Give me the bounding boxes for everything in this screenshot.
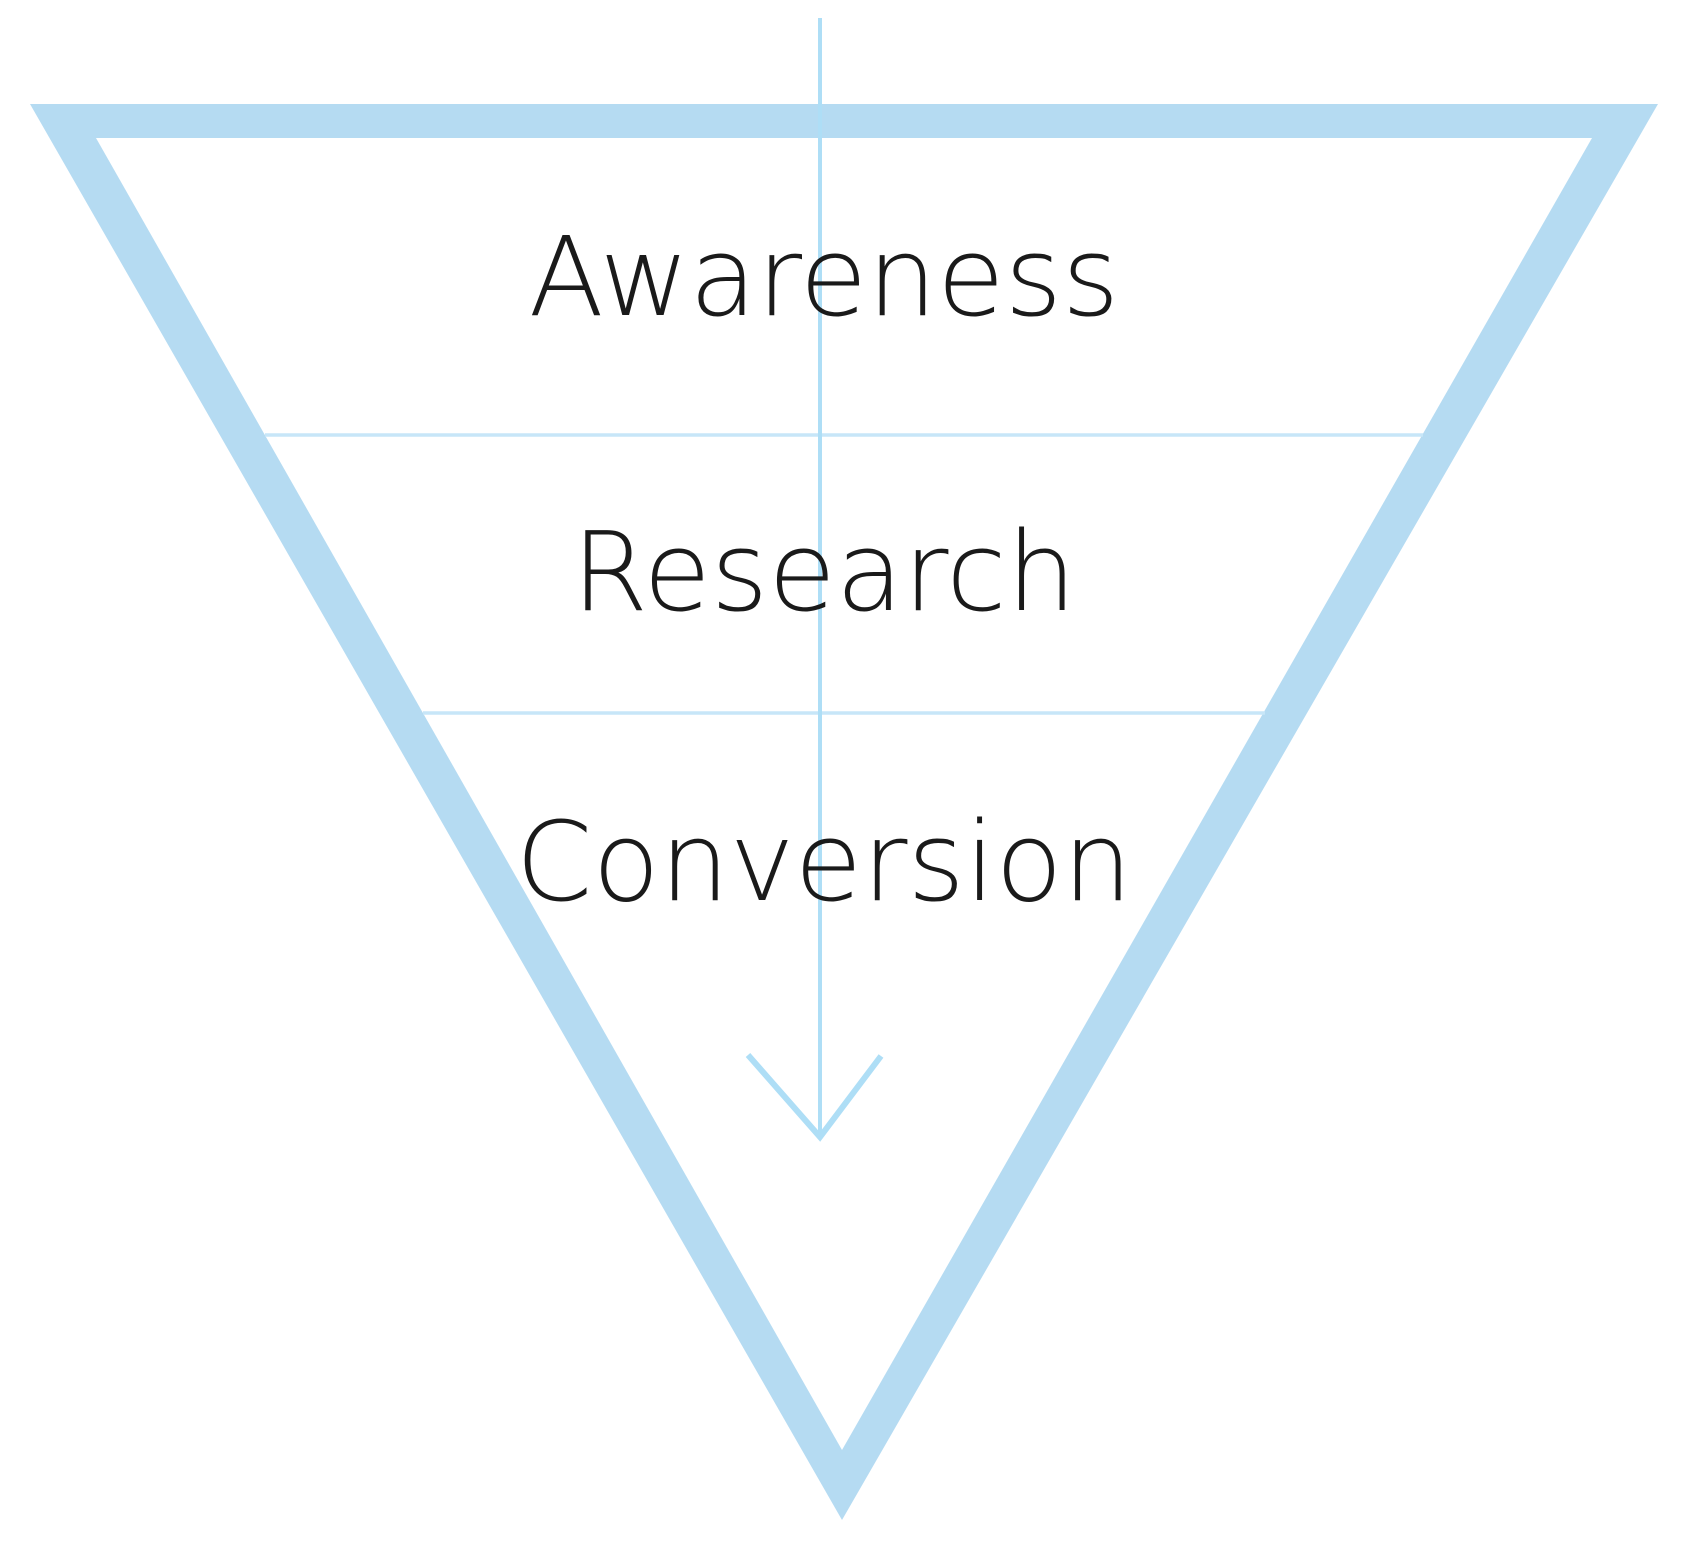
funnel-outline-inner xyxy=(96,138,1592,1450)
stage-label-awareness: Awareness xyxy=(528,213,1120,341)
down-arrow-icon xyxy=(745,18,884,1142)
arrow-head xyxy=(745,1053,884,1142)
stage-label-research: Research xyxy=(571,508,1077,636)
stage-label-conversion: Conversion xyxy=(515,798,1133,926)
